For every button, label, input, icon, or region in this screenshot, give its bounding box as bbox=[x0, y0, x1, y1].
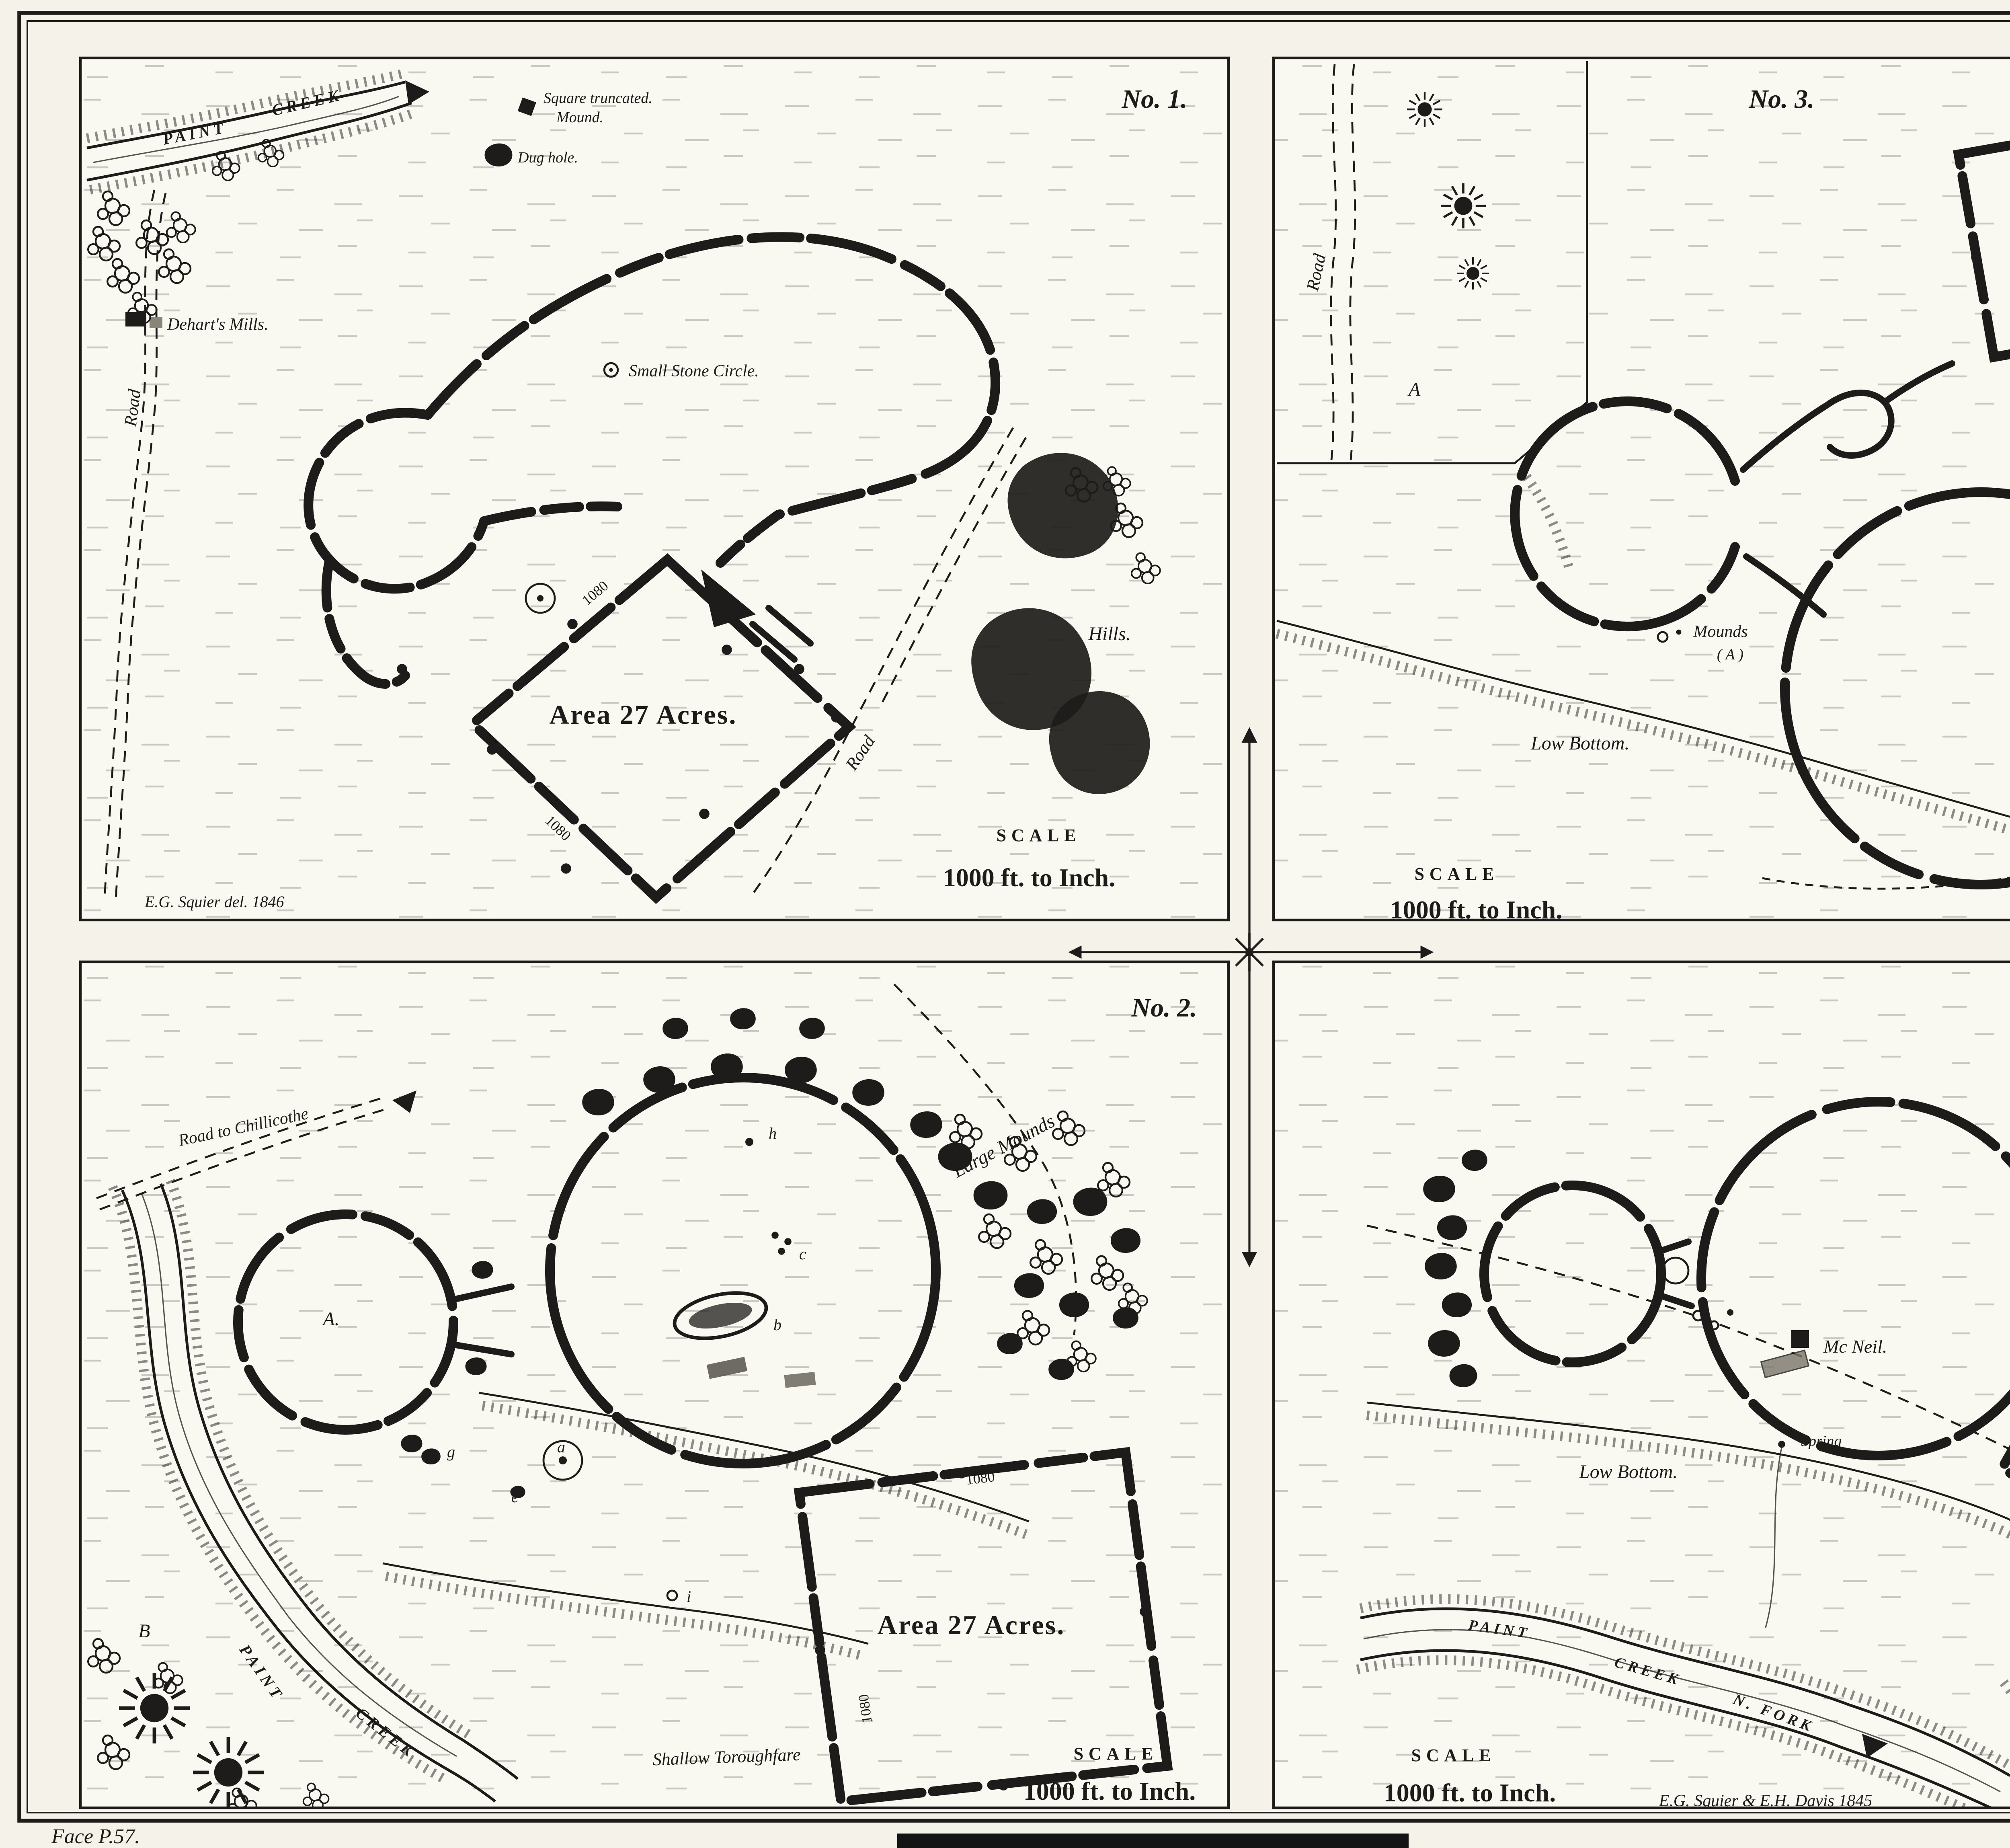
dashed-line-upper bbox=[893, 984, 1077, 1335]
panel-3-number: No. 3. bbox=[1748, 84, 1814, 114]
hills-group: Hills. bbox=[971, 453, 1161, 794]
gateway-mounds-3 bbox=[1971, 252, 1981, 263]
scale-word-3: SCALE bbox=[1415, 864, 1499, 884]
double-circles bbox=[1479, 1097, 2010, 1460]
circle-a: A. bbox=[233, 1209, 515, 1435]
plate-frame bbox=[17, 11, 2010, 1823]
scale-value-1: 1000 ft. to Inch. bbox=[943, 863, 1115, 892]
panel-1-works: PAINT CREEK Road Dehart's Mills. Square bbox=[79, 56, 1230, 922]
credit-1845: E.G. Squier & E.H. Davis 1845 bbox=[1659, 1792, 1873, 1810]
dug-hole-label: Dug hole. bbox=[517, 149, 578, 166]
panel-1-number: No. 1. bbox=[1121, 84, 1187, 114]
deharts-mills: Dehart's Mills. bbox=[125, 312, 269, 334]
earthworks-3: Original Area 27 Acres. Mounds ( A ) bbox=[1510, 140, 2010, 889]
low-bottom-label-3: Low Bottom. bbox=[1530, 733, 1629, 754]
circle-a-label: A. bbox=[322, 1308, 339, 1330]
low-bottom-label-4: Low Bottom. bbox=[1579, 1461, 1678, 1483]
panel-4-works: FRANKFORT. PAINT CREEK N. FORK Low Botto… bbox=[1272, 960, 2010, 1810]
scale-word-4: SCALE bbox=[1411, 1745, 1496, 1765]
stone-circle-label: Small Stone Circle. bbox=[629, 362, 759, 380]
road-arrow bbox=[392, 1090, 416, 1113]
panel-2-number: No. 2. bbox=[1131, 993, 1197, 1023]
great-enclosure-walls bbox=[304, 232, 1001, 689]
scale-word-1: SCALE bbox=[997, 825, 1081, 845]
dug-hole: Dug hole. bbox=[484, 143, 578, 166]
letter-b: b bbox=[773, 1316, 781, 1334]
letter-i: i bbox=[687, 1587, 691, 1606]
area-27-acres-1: Area 27 Acres. bbox=[549, 699, 737, 730]
square-mound-label-1: Square truncated. bbox=[544, 90, 652, 107]
side-1080-d: 1080 bbox=[855, 1693, 875, 1724]
letter-g: g bbox=[447, 1443, 455, 1461]
compass-cross bbox=[1068, 727, 1434, 1267]
mcneil-house: Mc Neil. bbox=[1760, 1330, 1887, 1378]
letter-e: e bbox=[511, 1488, 519, 1506]
gateway-mounds-2 bbox=[815, 1468, 1150, 1791]
square-enclosure-2: 1080 1080 Area 27 Acres. bbox=[794, 1447, 1173, 1807]
road-dashed-4 bbox=[1366, 1224, 2010, 1451]
side-1080-c: 1080 bbox=[965, 1468, 995, 1488]
mounds-label-1: Mounds bbox=[1693, 622, 1747, 641]
great-circle-2 bbox=[545, 1073, 941, 1468]
surveyor-signature: E.G. Squier del. 1846 bbox=[144, 893, 284, 911]
letter-h: h bbox=[769, 1124, 777, 1142]
panel-2-works: PAINT CREEK B Road to Chillicothe bbox=[79, 960, 1230, 1809]
gateway-mounds bbox=[397, 619, 841, 874]
scale-value-2: 1000 ft. to Inch. bbox=[1023, 1777, 1196, 1805]
hills-label: Hills. bbox=[1088, 623, 1130, 645]
inset-a-label: A bbox=[1407, 379, 1421, 400]
creek4-flow-arrow bbox=[1862, 1734, 1888, 1758]
scale-value-4: 1000 ft. to Inch. bbox=[1384, 1778, 1556, 1807]
next-plate-edge bbox=[897, 1834, 1409, 1848]
letter-c: c bbox=[799, 1245, 806, 1263]
road-left: Road bbox=[103, 189, 167, 901]
point-b-label-2: B bbox=[138, 1620, 150, 1642]
panel-3-works: Island Road A Low Bottom. bbox=[1272, 56, 2010, 924]
interior-features: h c b a e g i bbox=[401, 1124, 816, 1606]
truncated-pyramid bbox=[701, 569, 756, 627]
letter-a: a bbox=[557, 1438, 565, 1456]
dashed-boundary-arc bbox=[1762, 877, 2010, 890]
scale-word-2: SCALE bbox=[1074, 1744, 1159, 1764]
mounds-label-2: ( A ) bbox=[1717, 646, 1743, 663]
margin-captions: Face P.57. LITH. OF SARONY & MAJOR. XXI. bbox=[51, 1825, 1409, 1848]
terrace-edge-4: Low Bottom. bbox=[1366, 1401, 2010, 1540]
square-truncated-mound: Square truncated. Mound. bbox=[517, 90, 652, 126]
terrace-edges-2 bbox=[382, 1392, 1030, 1661]
small-stone-circle: Small Stone Circle. bbox=[603, 362, 759, 380]
square-mound-label-2: Mound. bbox=[556, 109, 603, 126]
road-label: Road bbox=[121, 388, 145, 428]
mcneil-label: Mc Neil. bbox=[1823, 1336, 1887, 1357]
area-27-acres-2: Area 27 Acres. bbox=[877, 1610, 1065, 1640]
scale-value-3: 1000 ft. to Inch. bbox=[1390, 895, 1562, 924]
compass-star-icon bbox=[1230, 933, 1269, 971]
face-page-caption: Face P.57. bbox=[51, 1825, 140, 1848]
creek-flow-arrow bbox=[405, 80, 429, 105]
terrace-edge-3: Low Bottom. bbox=[1276, 466, 2010, 835]
deharts-mills-label: Dehart's Mills. bbox=[167, 315, 269, 334]
